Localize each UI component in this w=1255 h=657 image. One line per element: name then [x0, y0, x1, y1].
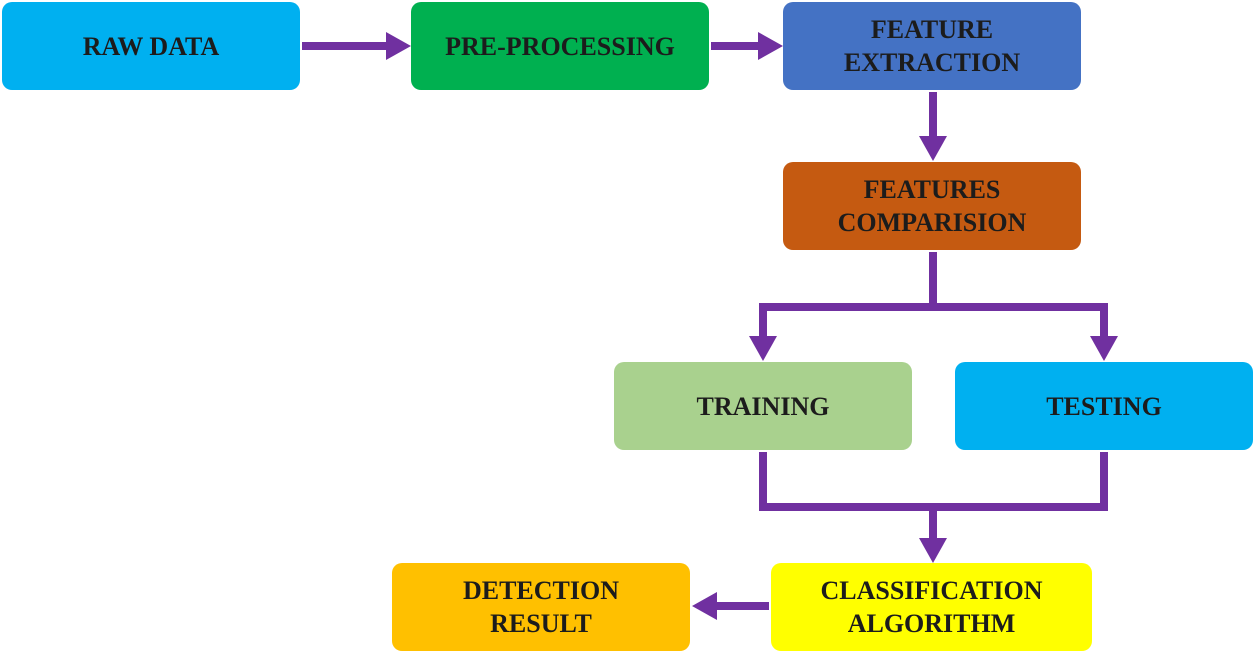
arrowhead-down-icon [919, 136, 947, 161]
node-raw-data: RAW DATA [2, 2, 300, 90]
node-detection-result: DETECTION RESULT [392, 563, 690, 651]
arrowhead-down-icon [749, 336, 777, 361]
arrowhead-right-icon [386, 32, 411, 60]
node-training: TRAINING [614, 362, 912, 450]
node-testing: TESTING [955, 362, 1253, 450]
node-pre-processing: PRE-PROCESSING [411, 2, 709, 90]
node-classification-algorithm: CLASSIFICATION ALGORITHM [771, 563, 1092, 651]
arrowhead-down-icon [1090, 336, 1118, 361]
node-features-comparision: FEATURES COMPARISION [783, 162, 1081, 250]
connector-comparision-split [759, 252, 937, 338]
arrowhead-down-icon [919, 538, 947, 563]
arrowhead-left-icon [692, 592, 717, 620]
connector-comparision-to-testing [933, 303, 1108, 338]
connector-training-merge [759, 452, 1108, 511]
arrowhead-right-icon [758, 32, 783, 60]
node-feature-extraction: FEATURE EXTRACTION [783, 2, 1081, 90]
